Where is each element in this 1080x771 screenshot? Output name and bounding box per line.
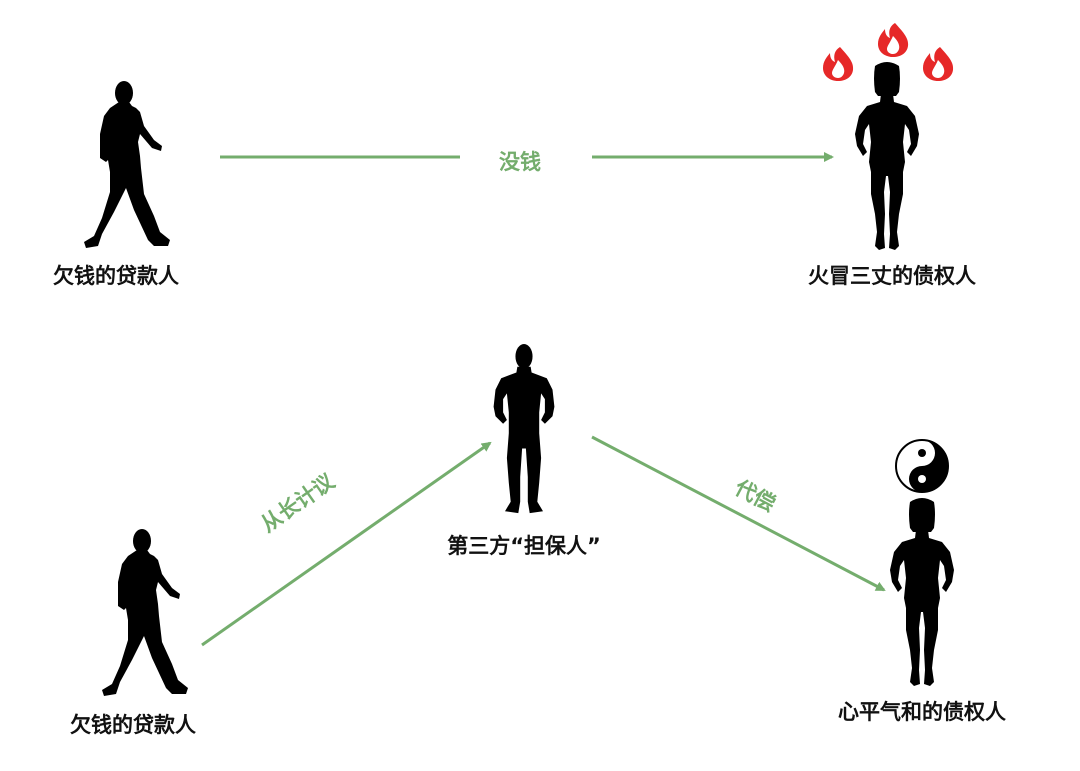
bottom-creditor-figure bbox=[890, 498, 954, 686]
yin-yang-icon bbox=[895, 439, 949, 493]
guarantor-figure bbox=[493, 344, 555, 514]
bottom-creditor-label: 心平气和的债权人 bbox=[838, 700, 1006, 724]
bottom-arrow-right bbox=[591, 435, 886, 592]
top-borrower-label: 欠钱的贷款人 bbox=[53, 264, 179, 288]
bottom-borrower-figure bbox=[102, 529, 188, 696]
top-borrower-figure bbox=[84, 81, 170, 248]
top-arrow-label: 没钱 bbox=[499, 150, 541, 174]
bottom-arrow-left bbox=[201, 441, 492, 647]
top-creditor-label: 火冒三丈的债权人 bbox=[808, 264, 976, 288]
bottom-borrower-label: 欠钱的贷款人 bbox=[70, 713, 196, 737]
top-creditor-figure bbox=[855, 62, 919, 250]
guarantor-label: 第三方“担保人” bbox=[447, 534, 601, 558]
